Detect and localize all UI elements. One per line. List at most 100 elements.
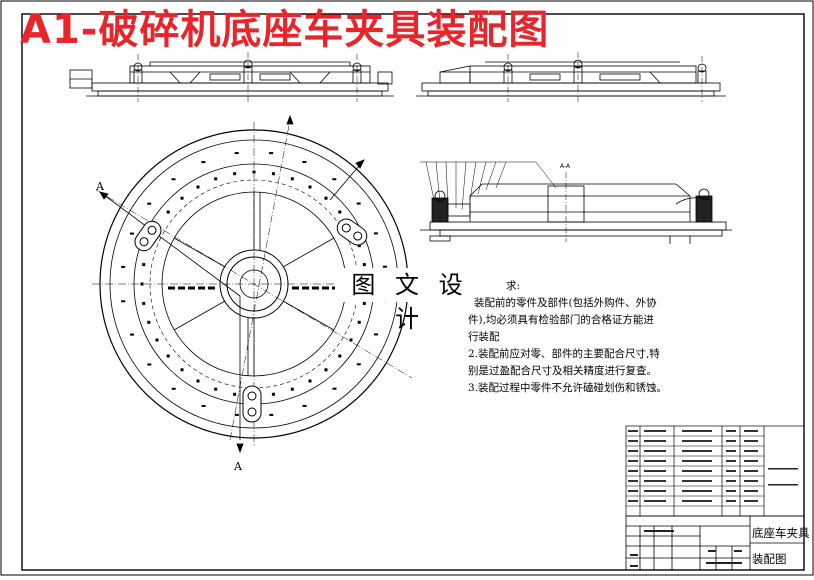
bolt-hole	[362, 301, 366, 305]
bolt-hole	[290, 387, 294, 391]
bolt-hole	[362, 263, 366, 267]
parts-row-entry	[744, 500, 758, 502]
parts-row-entry	[682, 480, 712, 482]
bolt-hole	[357, 320, 361, 324]
outer-slot	[374, 333, 378, 336]
bolt-hole	[338, 354, 342, 358]
front-elevation-view-left	[69, 59, 394, 97]
section-view-aa: A-A	[420, 161, 732, 244]
side-elevation-view-right	[416, 59, 726, 97]
outer-slot	[171, 387, 176, 390]
note-line: 2.装配前应对零、部件的主要配合尺寸,特	[468, 348, 660, 360]
parts-row-entry	[644, 500, 666, 502]
note-line: 别是过盈配合尺寸及相关精度进行复查。	[468, 365, 657, 377]
bolt-hole	[308, 379, 312, 383]
bolt-hole	[271, 392, 275, 396]
parts-row-entry	[682, 500, 712, 502]
note-line: 件),均必须具有检验部门的合格证方能进	[468, 314, 654, 326]
drawing-name-line1: 底座车夹具	[752, 526, 810, 540]
note-line: 装配前的零件及部件(包括外购件、外协	[474, 297, 657, 309]
outer-slot	[201, 405, 206, 407]
outer-slot	[269, 413, 274, 416]
parts-row-entry	[726, 450, 736, 452]
bolt-hole	[214, 387, 218, 391]
title-block	[625, 515, 805, 571]
parts-row-entry	[628, 480, 638, 482]
parts-row-entry	[726, 430, 736, 432]
section-line	[99, 114, 365, 454]
bolt-hole	[338, 210, 342, 214]
parts-row-entry	[726, 490, 736, 492]
outer-slot	[121, 300, 126, 303]
center-lines-left	[137, 52, 358, 104]
parts-row-entry	[628, 500, 638, 502]
notes-heading: 求:	[506, 280, 521, 292]
parts-row-entry	[644, 480, 666, 482]
bolt-hole	[180, 196, 184, 200]
bolt-hole	[142, 301, 146, 305]
parts-row-entry	[682, 460, 712, 462]
outer-slot	[121, 265, 126, 268]
outer-slot	[234, 152, 239, 155]
bolt-hole	[324, 368, 328, 372]
bolt-hole	[142, 263, 146, 267]
parts-row-entry	[744, 440, 758, 442]
section-label-bottom: A	[233, 460, 243, 473]
bolt-hole	[349, 338, 353, 342]
bolt-hole	[155, 338, 159, 342]
parts-row-entry	[726, 500, 736, 502]
parts-row-entry	[726, 470, 736, 472]
bolt-hole	[180, 368, 184, 372]
outer-slot	[269, 152, 274, 155]
parts-row-entry	[628, 460, 638, 462]
parts-row-entry	[644, 470, 666, 472]
parts-row-entry	[744, 490, 758, 492]
outer-slot	[373, 232, 378, 235]
outer-slot	[201, 161, 206, 164]
parts-row-entry	[628, 430, 638, 432]
bolt-hole	[214, 177, 218, 181]
parts-row-entry	[744, 470, 758, 472]
bolt-hole	[166, 210, 170, 214]
bolt-hole	[324, 196, 328, 200]
parts-row-entry	[726, 440, 736, 442]
outer-slot	[332, 178, 337, 181]
parts-row-entry	[682, 450, 712, 452]
technical-requirements: 求: 装配前的零件及部件(包括外购件、外协 件),均必须具有检验部门的合格证方能…	[468, 278, 678, 397]
parts-row-entry	[682, 440, 712, 442]
bolt-hole	[147, 320, 151, 324]
title-block-fills	[630, 468, 798, 567]
outer-slot	[302, 404, 307, 407]
note-line: 行装配	[468, 331, 500, 343]
parts-row-entry	[628, 490, 638, 492]
parts-row-entry	[744, 450, 758, 452]
parts-row-entry	[682, 490, 712, 492]
parts-row-entry	[628, 450, 638, 452]
parts-row-entry	[644, 490, 666, 492]
bolt-hole	[290, 177, 294, 181]
parts-row-entry	[628, 440, 638, 442]
swing-clamp-upper-left	[134, 220, 162, 252]
outer-slot	[356, 363, 361, 366]
banner-title: A1-破碎机底座车夹具装配图	[20, 7, 550, 53]
parts-row-entry	[644, 430, 666, 432]
bolt-hole	[166, 354, 170, 358]
parts-row-entry	[644, 440, 666, 442]
parts-row-entry	[682, 430, 712, 432]
outer-slot	[171, 178, 176, 181]
bolt-hole	[271, 172, 275, 176]
parts-row-entry	[726, 480, 736, 482]
parts-list-rows	[626, 430, 764, 507]
parts-row-entry	[644, 450, 666, 452]
inner-frame	[21, 13, 805, 571]
parts-row-entry	[628, 470, 638, 472]
outer-slot	[382, 265, 387, 268]
center-lines-right	[507, 52, 703, 104]
bolt-hole	[196, 379, 200, 383]
parts-row-entry	[744, 480, 758, 482]
outer-slot	[130, 232, 134, 235]
parts-row-entry	[682, 470, 712, 472]
parts-row-entry	[644, 460, 666, 462]
outer-slot	[332, 387, 337, 390]
parts-row-entry	[744, 460, 758, 462]
